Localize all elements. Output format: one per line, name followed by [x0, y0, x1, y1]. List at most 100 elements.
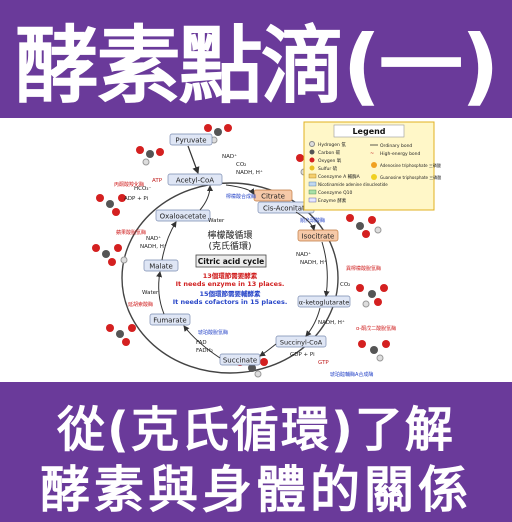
cycle-svg: Pyruvate Acetyl-CoA Citrate Cis-Aconitat…	[92, 121, 441, 378]
legend-item-atp: Adenosine triphosphate 三磷酸	[380, 162, 441, 168]
center-title-zh: 檸檬酸循環	[207, 229, 252, 241]
label-nadh-1: NADH, H⁺	[236, 169, 263, 176]
label-hco3: HCO₃⁻	[134, 186, 152, 192]
label-water-1: Water	[208, 218, 225, 224]
arrow-pyruvate	[187, 145, 200, 175]
label-isocitrate: Isocitrate	[302, 233, 335, 241]
footer-title: 從(克氏循環)了解 酵素與身體的關係	[0, 384, 512, 519]
label-fad: FAD	[196, 340, 207, 346]
center-subtitle-zh: (克氏循環)	[208, 240, 251, 252]
molecule-isocitrate	[346, 214, 382, 238]
enzyme-8: 延胡索酸酶	[128, 301, 153, 308]
label-nad-1: NAD⁺	[222, 153, 237, 160]
legend-title: Legend	[352, 127, 385, 136]
label-succinyl-coa: Succinyl-CoA	[280, 339, 323, 347]
enzyme-7: 琥珀酸脫氫酶	[198, 329, 228, 336]
label-nad-3: NAD⁺	[146, 235, 161, 242]
legend-item-nad: Nicotinamide adenine dinucleotide	[318, 182, 388, 187]
note-zh-2: 15個環節需要輔酵素	[199, 289, 261, 298]
label-co2-1: CO₂	[236, 162, 246, 168]
legend-item-oxygen: Oxygen 氧	[318, 157, 342, 164]
molecule-ketoglutarate	[356, 284, 388, 308]
enzyme-6: 琥珀醯輔酶A合成酶	[330, 371, 373, 378]
center-block: 檸檬酸循環 (克氏循環) Citric acid cycle 13個環節需要酵素…	[173, 229, 288, 306]
node-oxaloacetate: Oxaloacetate	[155, 209, 211, 222]
label-acetyl-coa: Acetyl-CoA	[176, 177, 214, 185]
legend-nad-icon	[308, 181, 317, 187]
enzyme-5: α-酮戊二酸脫氫酶	[356, 325, 396, 332]
node-isocitrate: Isocitrate	[297, 229, 339, 242]
legend-carbon-icon	[309, 149, 315, 155]
molecule-pyruvate	[204, 124, 232, 144]
label-gdp: GDP + Pi	[290, 352, 315, 358]
legend-high-energy-icon: ~	[370, 151, 374, 157]
label-ketoglutarate: α-ketoglutarate	[299, 299, 349, 307]
enzyme-4: 異檸檬酸脫氫酶	[346, 265, 381, 272]
node-pyruvate: Pyruvate	[169, 133, 213, 146]
node-citrate: Citrate	[253, 189, 293, 202]
label-cis-aconitate: Cis-Aconitate	[263, 205, 309, 213]
label-succinate: Succinate	[223, 357, 257, 365]
label-malate: Malate	[149, 263, 173, 271]
node-malate: Malate	[143, 259, 179, 272]
footer-line-2: 酵素與身體的關係	[40, 461, 472, 519]
legend-item-q10: Coenzyme Q10	[318, 190, 353, 196]
cycle-arrows	[156, 184, 330, 359]
enzyme-labels: 丙酮酸羧化酶 檸檬酸合成酶 順烏頭酸酶 異檸檬酸脫氫酶 α-酮戊二酸脫氫酶 琥珀…	[114, 181, 396, 378]
label-water-2: Water	[142, 290, 159, 296]
cycle-ring	[121, 182, 339, 374]
label-citrate: Citrate	[261, 193, 285, 201]
legend-oxygen-icon	[309, 157, 315, 163]
node-succinate: Succinate	[219, 353, 261, 366]
label-adp: ADP + Pi	[124, 196, 149, 202]
legend-item-coa: Coenzyme A 輔酶A	[318, 173, 361, 180]
center-title-box	[195, 254, 267, 268]
legend-item-enzyme: Enzyme 酵素	[318, 197, 347, 204]
enzyme-9: 蘋果酸脫氫酶	[116, 229, 146, 236]
label-atp: ATP	[152, 178, 163, 184]
label-nadh-2: NADH, H⁺	[300, 259, 327, 266]
legend: Legend Hydrogen 氫 Carbon 碳 Oxygen 氧 Sulf…	[303, 121, 441, 211]
label-pyruvate: Pyruvate	[175, 137, 206, 145]
label-fadh2: FADH₂	[196, 348, 213, 354]
label-gtp: GTP	[318, 360, 329, 366]
label-oxaloacetate: Oxaloacetate	[160, 213, 207, 221]
legend-hydrogen-icon	[309, 141, 315, 147]
molecule-acetyl	[136, 146, 164, 166]
molecule-malate	[92, 244, 128, 266]
label-nadh-3: NADH, H⁺	[318, 319, 345, 326]
enzyme-3: 順烏頭酸酶	[300, 217, 325, 224]
legend-item-carbon: Carbon 碳	[318, 149, 341, 156]
legend-gtp-icon	[371, 174, 377, 180]
legend-atp-icon	[371, 162, 377, 168]
note-en-1: It needs enzyme in 13 places.	[176, 280, 285, 288]
legend-q10-icon	[308, 189, 317, 195]
enzyme-2: 檸檬酸合成酶	[226, 193, 256, 200]
legend-item-hydrogen: Hydrogen 氫	[318, 141, 346, 148]
molecule-fumarate	[106, 324, 136, 346]
node-ketoglutarate: α-ketoglutarate	[297, 295, 351, 308]
legend-item-high-energy: High-energy bond	[380, 151, 421, 157]
legend-enzyme-icon	[308, 197, 317, 203]
legend-item-sulfur: Sulfur 硫	[318, 165, 338, 172]
header-title: 酵素點滴(一)	[14, 16, 500, 115]
label-co2-2: CO₂	[340, 282, 350, 288]
node-acetyl-coa: Acetyl-CoA	[167, 173, 223, 186]
note-zh-1: 13個環節需要酵素	[203, 271, 258, 280]
molecule-succinylcoa	[358, 340, 390, 362]
label-fumarate: Fumarate	[153, 317, 186, 325]
note-en-2: It needs cofactors in 15 places.	[173, 298, 288, 306]
cofactor-labels: NAD⁺ CO₂ NADH, H⁺ HCO₃⁻ ATP ADP + Pi Wat…	[124, 153, 350, 366]
footer-line-1: 從(克氏循環)了解	[57, 402, 455, 458]
legend-item-gtp: Guanosine triphosphate 三磷酸	[380, 174, 441, 180]
center-title-en: Citric acid cycle	[198, 257, 264, 266]
node-succinyl-coa: Succinyl-CoA	[275, 335, 327, 348]
enzyme-1: 丙酮酸羧化酶	[114, 181, 144, 188]
molecule-oxaloacetate	[96, 194, 126, 216]
legend-title-box	[333, 124, 405, 138]
label-nad-2: NAD⁺	[296, 251, 311, 258]
legend-coa-icon	[308, 173, 317, 179]
krebs-cycle-diagram: Pyruvate Acetyl-CoA Citrate Cis-Aconitat…	[0, 118, 512, 382]
legend-sulfur-icon	[309, 165, 315, 171]
